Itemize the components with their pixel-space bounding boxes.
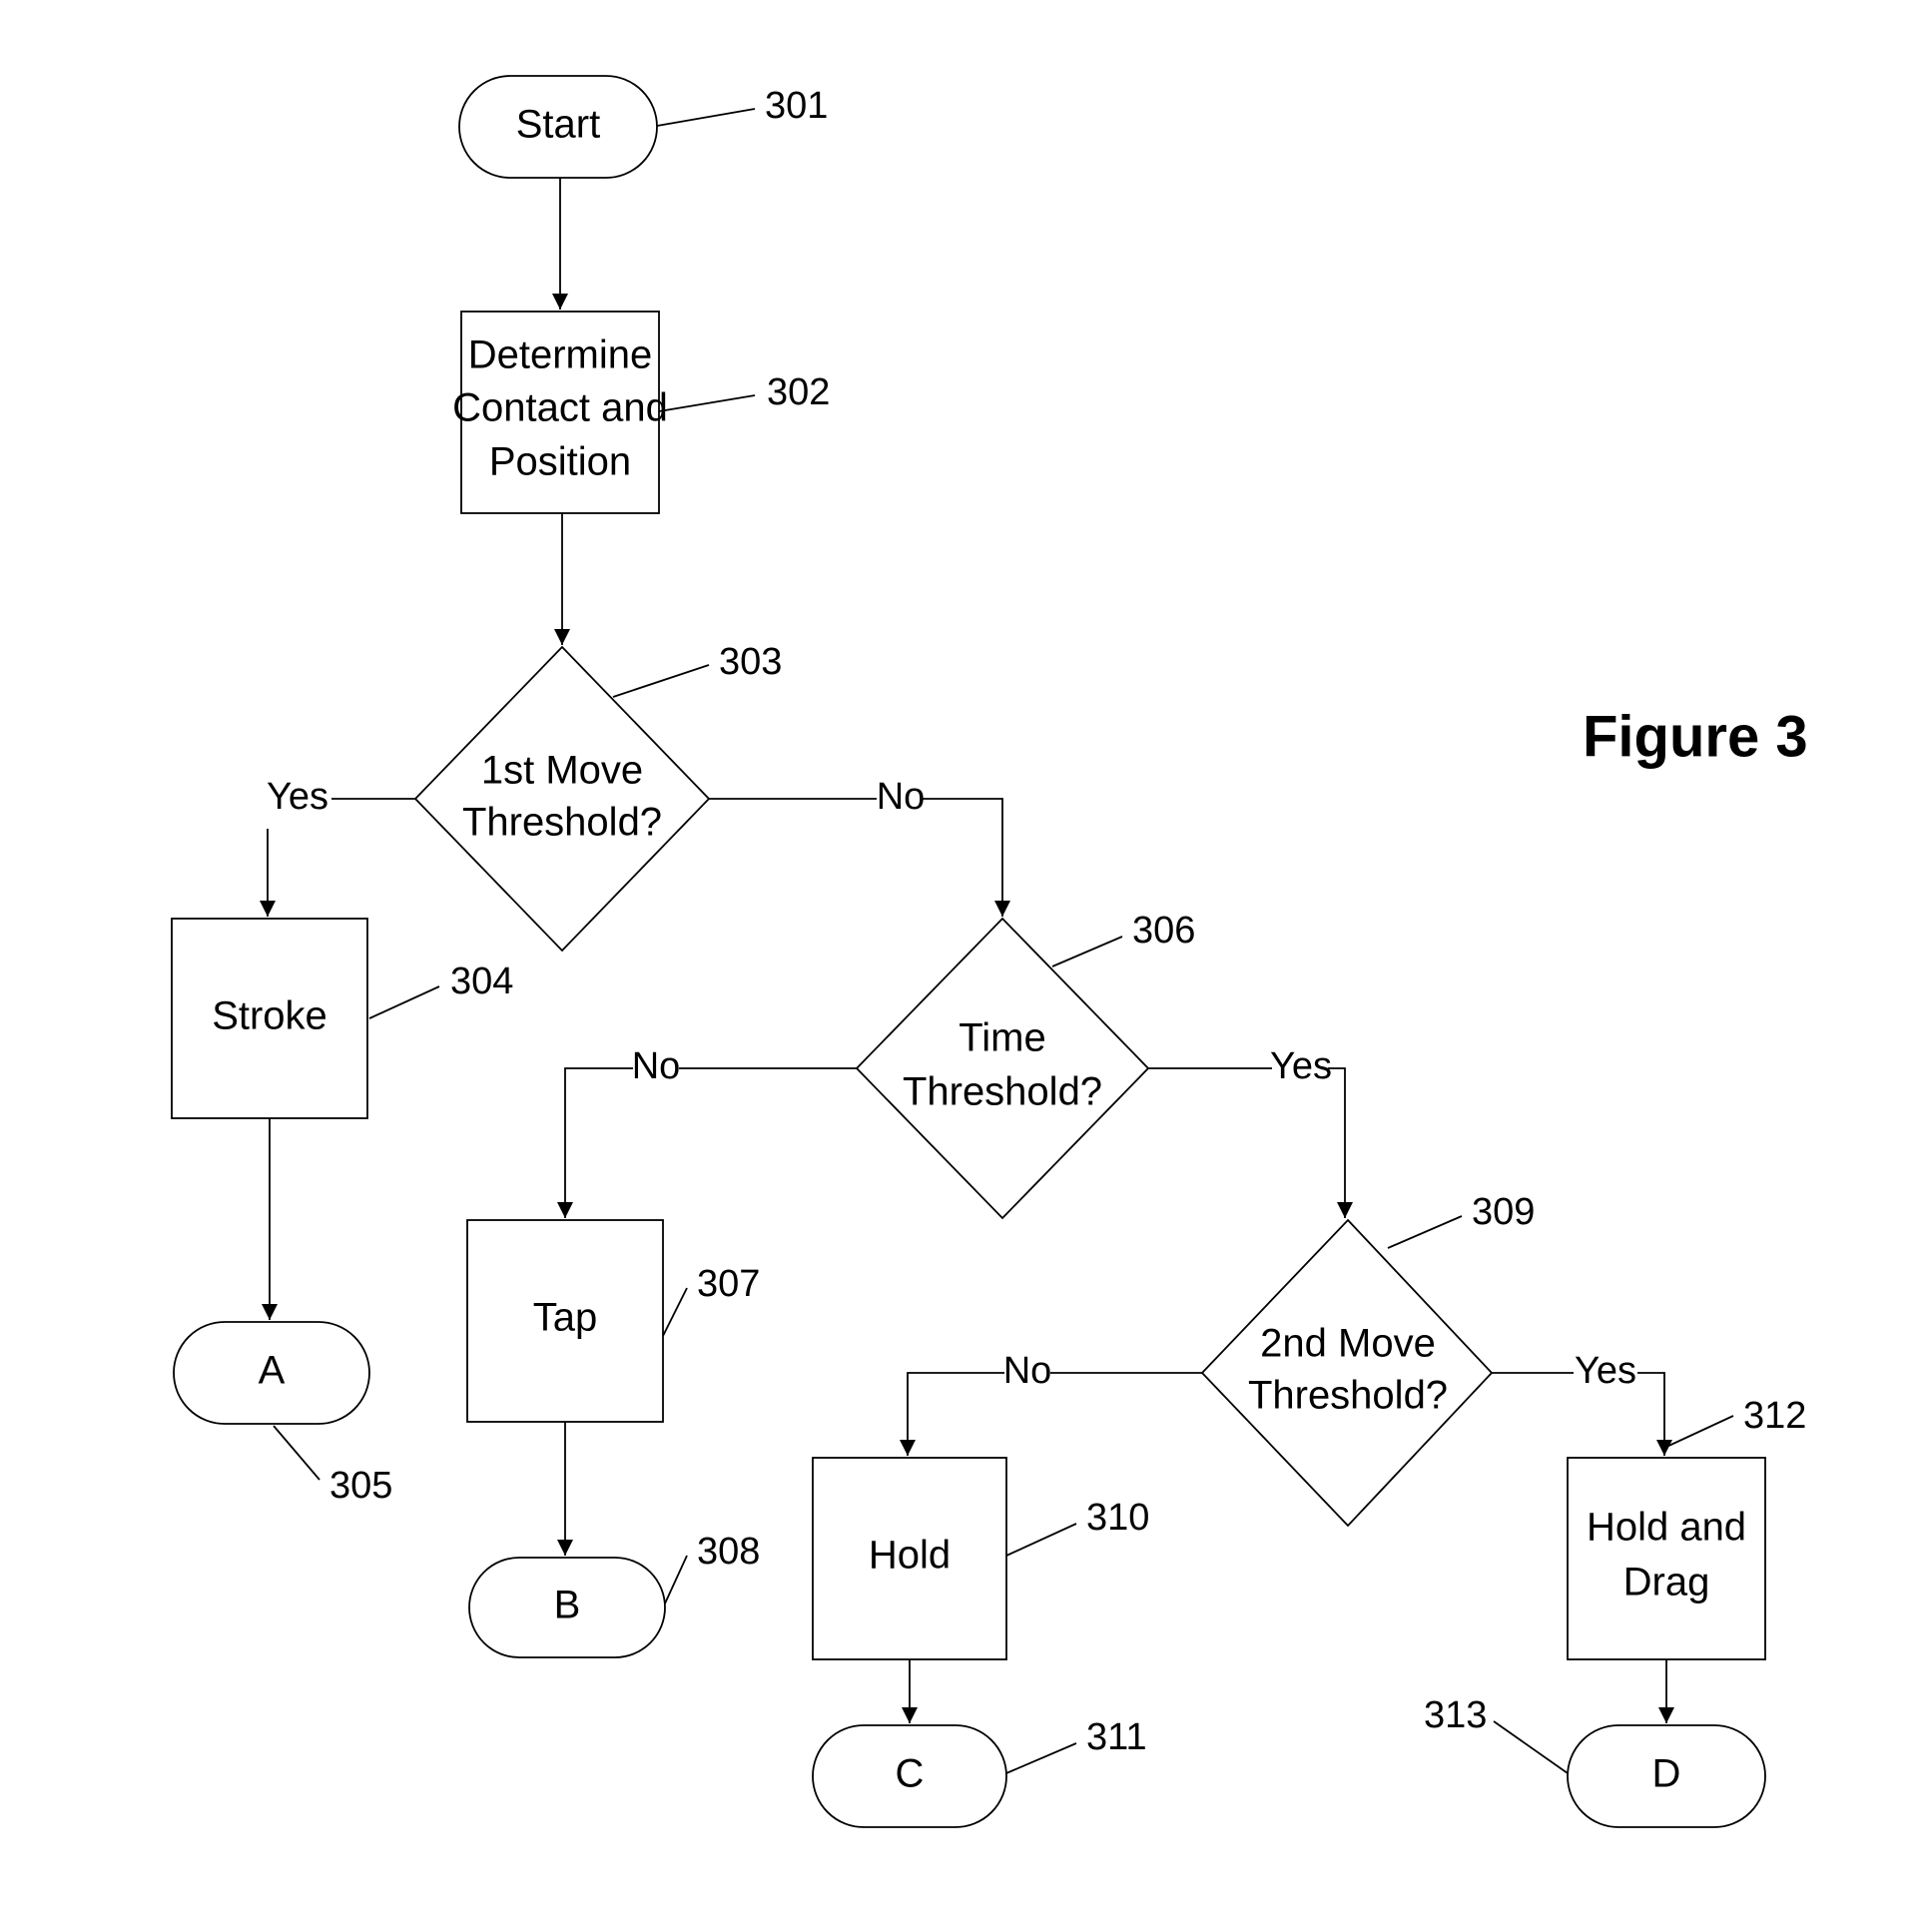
- stroke-label: Stroke: [212, 994, 327, 1038]
- hold-label: Hold: [869, 1534, 951, 1578]
- d-terminal: [1567, 1724, 1766, 1828]
- leader-311: [1005, 1742, 1077, 1774]
- hold-drag-label-2: Drag: [1623, 1561, 1710, 1605]
- second-move-label-2: Threshold?: [1248, 1374, 1448, 1418]
- c-label: C: [896, 1752, 925, 1796]
- first-move-label-1: 1st Move: [481, 749, 643, 793]
- time-label-2: Threshold?: [903, 1070, 1102, 1114]
- time-threshold-decision: [855, 917, 1150, 1220]
- leader-304: [368, 985, 440, 1019]
- b-terminal: [468, 1557, 666, 1658]
- determine-label-1: Determine: [468, 333, 653, 377]
- tap-label: Tap: [533, 1296, 598, 1340]
- ref-312: 312: [1743, 1395, 1806, 1437]
- leader-309: [1387, 1215, 1463, 1249]
- a-label: A: [259, 1349, 286, 1393]
- start-terminal: [458, 75, 658, 179]
- leader-303: [612, 664, 710, 698]
- start-label: Start: [516, 103, 600, 147]
- stroke-box: [171, 918, 368, 1119]
- ref-307: 307: [697, 1263, 760, 1305]
- leader-306: [1051, 936, 1123, 967]
- b-label: B: [554, 1584, 581, 1627]
- arrow-to-tap: [556, 1067, 633, 1218]
- edge-first-no-label: No: [877, 776, 926, 818]
- ref-313: 313: [1424, 1694, 1487, 1736]
- tap-box: [466, 1219, 664, 1423]
- first-move-decision: [413, 645, 711, 953]
- determine-label-2: Contact and: [452, 386, 668, 430]
- hold-and-drag-box: [1567, 1457, 1766, 1660]
- leader-305: [273, 1425, 321, 1481]
- leader-310: [1005, 1523, 1077, 1557]
- ref-311: 311: [1086, 1716, 1147, 1758]
- leader-312: [1663, 1415, 1734, 1449]
- ref-305: 305: [329, 1465, 392, 1507]
- leader-307: [662, 1287, 688, 1337]
- hold-box: [812, 1457, 1007, 1660]
- second-move-decision: [1200, 1218, 1494, 1528]
- ref-301: 301: [765, 85, 828, 127]
- leader-313: [1493, 1720, 1569, 1774]
- first-move-label-2: Threshold?: [462, 801, 662, 845]
- d-label: D: [1652, 1752, 1681, 1796]
- arrow-to-hold: [899, 1372, 1004, 1456]
- ref-302: 302: [767, 371, 830, 413]
- c-terminal: [812, 1724, 1007, 1828]
- arrow-to-second-move: [1328, 1067, 1354, 1218]
- edge-time-no-label: No: [632, 1045, 681, 1087]
- edge-first-yes-label: Yes: [267, 776, 328, 818]
- ref-306: 306: [1132, 910, 1195, 952]
- second-move-label-1: 2nd Move: [1260, 1322, 1436, 1366]
- ref-308: 308: [697, 1531, 760, 1573]
- edge-second-no-label: No: [1003, 1350, 1052, 1392]
- edge-time-yes-label: Yes: [1270, 1045, 1332, 1087]
- leader-302: [658, 394, 756, 412]
- leader-301: [656, 108, 756, 127]
- time-label-1: Time: [959, 1016, 1045, 1060]
- hold-drag-label-1: Hold and: [1587, 1506, 1746, 1550]
- determine-contact-box: [460, 311, 660, 514]
- ref-303: 303: [719, 641, 782, 683]
- ref-304: 304: [450, 961, 513, 1002]
- arrow-to-hold-and-drag: [1637, 1372, 1673, 1456]
- a-terminal: [173, 1321, 370, 1425]
- arrow-to-time: [923, 798, 1011, 917]
- figure-title: Figure 3: [1583, 704, 1808, 769]
- edge-second-yes-label: Yes: [1575, 1350, 1636, 1392]
- determine-label-3: Position: [489, 440, 631, 484]
- ref-310: 310: [1086, 1497, 1149, 1539]
- leader-308: [664, 1555, 688, 1605]
- ref-309: 309: [1472, 1191, 1535, 1233]
